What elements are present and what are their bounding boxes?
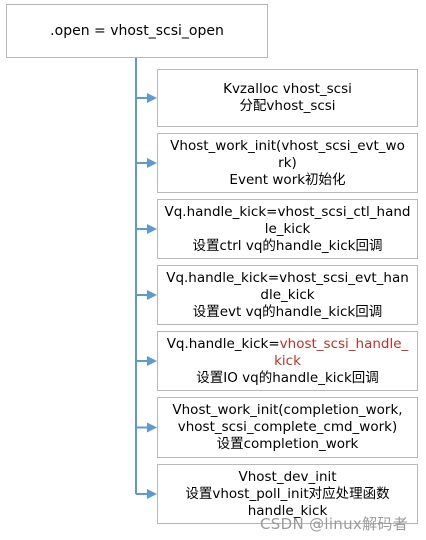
root-label: .open = vhost_scsi_open	[50, 22, 224, 39]
step-line: Event work初始化	[229, 172, 345, 189]
step-line-highlight: kick	[274, 352, 301, 369]
step-line-text: 设置IO vq的handle_kick回调	[196, 369, 379, 386]
step-line: 设置vhost_poll_init对应处理函数	[185, 486, 389, 503]
step-line-text: handle_kick	[247, 502, 328, 519]
watermark: CSDN @linux解码者	[260, 515, 408, 533]
step-line-text: Event work初始化	[229, 171, 346, 188]
step-line: le_kick	[265, 221, 311, 238]
step-line-text: 设置vhost_poll_init对应处理函数	[185, 485, 390, 502]
step-line: Vq.handle_kick=vhost_scsi_handle_	[167, 336, 409, 353]
step-line: 设置ctrl vq的handle_kick回调	[193, 238, 383, 255]
step-line-text: Vhost_dev_init	[238, 468, 337, 485]
step-line: Vhost_dev_init	[238, 469, 336, 486]
step-line: 设置evt vq的handle_kick回调	[193, 304, 383, 321]
step-line: Vhost_work_init(completion_work,	[172, 402, 402, 419]
arrow-head	[147, 93, 157, 103]
arrow-head	[147, 356, 157, 366]
step-line: kick	[274, 353, 301, 370]
step-node: Vhost_work_init(completion_work,vhost_sc…	[157, 397, 418, 458]
step-line: dle_kick	[260, 287, 314, 304]
step-line-text: vhost_scsi_complete_cmd_work)	[177, 419, 398, 435]
step-line-text: rk)	[278, 154, 297, 171]
step-line: 设置IO vq的handle_kick回调	[196, 370, 379, 387]
arrow-head	[147, 224, 157, 234]
step-line-text: 设置ctrl vq的handle_kick回调	[192, 237, 383, 254]
step-line: Kvzalloc vhost_scsi	[223, 81, 352, 98]
step-line: Vq.handle_kick=vhost_scsi_ctl_hand	[164, 204, 410, 221]
step-line-text: 分配vhost_scsi	[239, 98, 336, 114]
step-line-text: Vhost_work_init(vhost_scsi_evt_wo	[170, 137, 405, 154]
step-line-text: Vq.handle_kick=vhost_scsi_evt_han	[166, 269, 409, 286]
step-line: Vhost_work_init(vhost_scsi_evt_wo	[170, 138, 405, 155]
step-line-text: Kvzalloc vhost_scsi	[223, 81, 352, 97]
step-line-text: le_kick	[264, 220, 311, 237]
step-line: rk)	[278, 155, 297, 172]
step-line: Vq.handle_kick=vhost_scsi_evt_han	[166, 270, 409, 287]
step-line: handle_kick	[248, 503, 328, 520]
arrow-head	[147, 422, 157, 433]
step-line-text: dle_kick	[260, 286, 315, 303]
step-line-text: Vhost_work_init(completion_work,	[172, 402, 403, 418]
step-line-highlight: vhost_scsi_handle_	[279, 335, 409, 352]
step-line-text: 设置evt vq的handle_kick回调	[192, 303, 383, 320]
arrow-head	[147, 158, 157, 168]
step-line-text: Vq.handle_kick=	[166, 335, 280, 352]
arrow-head	[147, 489, 157, 499]
root-node: .open = vhost_scsi_open	[6, 4, 268, 58]
arrow-head	[147, 290, 157, 300]
step-line-text: Vq.handle_kick=vhost_scsi_ctl_hand	[164, 203, 411, 220]
step-line: vhost_scsi_complete_cmd_work)	[178, 419, 398, 436]
step-line-text: 设置completion_work	[216, 436, 359, 452]
step-line: 设置completion_work	[217, 436, 359, 453]
step-line: 分配vhost_scsi	[239, 98, 335, 115]
